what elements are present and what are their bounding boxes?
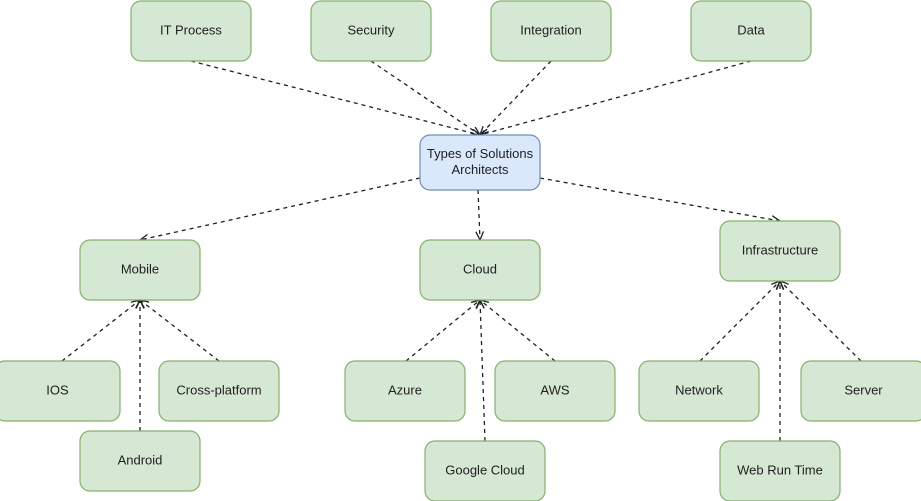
node-azure[interactable]: Azure bbox=[344, 360, 466, 422]
node-aws[interactable]: AWS bbox=[494, 360, 616, 422]
edge-line bbox=[699, 280, 781, 362]
node-cloud[interactable]: Cloud bbox=[419, 239, 541, 301]
edge-it_process-to-root bbox=[190, 60, 481, 138]
node-box[interactable] bbox=[79, 239, 201, 301]
edge-root-to-cloud bbox=[475, 189, 484, 241]
node-ios[interactable]: IOS bbox=[0, 360, 121, 422]
edge-line bbox=[139, 177, 421, 241]
edge-azure-to-cloud bbox=[405, 299, 481, 362]
node-box[interactable] bbox=[158, 360, 280, 422]
edge-line bbox=[61, 299, 141, 362]
edge-integration-to-root bbox=[479, 60, 552, 136]
node-network[interactable]: Network bbox=[638, 360, 760, 422]
node-cross_platform[interactable]: Cross-platform bbox=[158, 360, 280, 422]
node-box[interactable] bbox=[419, 239, 541, 301]
edge-line bbox=[405, 299, 481, 362]
node-integration[interactable]: Integration bbox=[490, 0, 612, 62]
node-box[interactable] bbox=[424, 440, 546, 501]
node-box[interactable] bbox=[719, 220, 841, 282]
edge-line bbox=[139, 299, 220, 362]
edge-cross_platform-to-mobile bbox=[139, 299, 220, 362]
edge-root-to-mobile bbox=[139, 177, 421, 243]
edge-line bbox=[479, 60, 752, 136]
node-security[interactable]: Security bbox=[310, 0, 432, 62]
node-box[interactable] bbox=[719, 440, 841, 501]
node-it_process[interactable]: IT Process bbox=[130, 0, 252, 62]
edge-security-to-root bbox=[370, 60, 481, 136]
node-box[interactable] bbox=[310, 0, 432, 62]
edge-data-to-root bbox=[479, 60, 752, 138]
node-box[interactable] bbox=[494, 360, 616, 422]
node-box[interactable] bbox=[690, 0, 812, 62]
edge-line bbox=[190, 60, 481, 136]
node-box[interactable] bbox=[800, 360, 921, 422]
edge-line bbox=[370, 60, 481, 136]
node-web_run_time[interactable]: Web Run Time bbox=[719, 440, 841, 501]
node-box[interactable] bbox=[79, 430, 201, 492]
edge-ios-to-mobile bbox=[61, 299, 141, 362]
node-box[interactable] bbox=[419, 134, 541, 191]
edge-line bbox=[477, 189, 481, 241]
node-data[interactable]: Data bbox=[690, 0, 812, 62]
edge-network-to-infrastructure bbox=[699, 280, 781, 362]
edge-line bbox=[479, 60, 552, 136]
edge-aws-to-cloud bbox=[479, 299, 556, 362]
edge-line bbox=[479, 299, 486, 442]
node-box[interactable] bbox=[344, 360, 466, 422]
edge-line bbox=[539, 177, 781, 222]
node-google_cloud[interactable]: Google Cloud bbox=[424, 440, 546, 501]
node-box[interactable] bbox=[0, 360, 121, 422]
node-android[interactable]: Android bbox=[79, 430, 201, 492]
node-server[interactable]: Server bbox=[800, 360, 921, 422]
edge-root-to-infrastructure bbox=[539, 177, 781, 224]
node-box[interactable] bbox=[130, 0, 252, 62]
node-infrastructure[interactable]: Infrastructure bbox=[719, 220, 841, 282]
node-box[interactable] bbox=[638, 360, 760, 422]
edge-line bbox=[479, 299, 556, 362]
edge-android-to-mobile bbox=[135, 299, 145, 431]
edge-server-to-infrastructure bbox=[779, 280, 862, 362]
node-mobile[interactable]: Mobile bbox=[79, 239, 201, 301]
edge-line bbox=[779, 280, 862, 362]
edge-web_run_time-to-infrastructure bbox=[775, 280, 785, 441]
edge-google_cloud-to-cloud bbox=[476, 299, 486, 442]
node-box[interactable] bbox=[490, 0, 612, 62]
